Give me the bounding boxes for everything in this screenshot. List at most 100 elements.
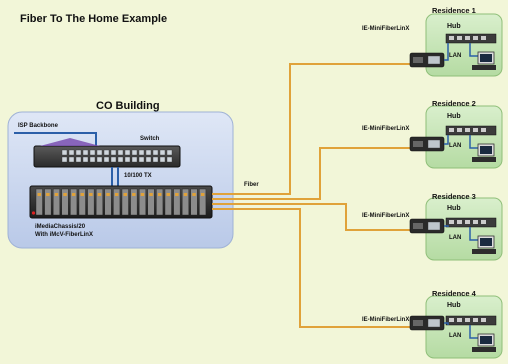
slot-fiber-port (166, 193, 170, 196)
hub-port (481, 318, 486, 322)
residence-2 (409, 105, 503, 169)
hub-port (481, 36, 486, 40)
pc-base (472, 347, 496, 352)
converter-fiber-port (413, 141, 423, 147)
chassis-slot (78, 188, 86, 216)
residence-1-lan-label: LAN (449, 53, 462, 59)
media-chassis (29, 185, 213, 219)
slot-fiber-port (80, 193, 84, 196)
slot-fiber-port (63, 193, 67, 196)
switch-device (33, 138, 181, 168)
switch-port (166, 149, 173, 156)
hub-port (473, 220, 478, 224)
chassis-label-line1: iMediaChassis/20 (35, 224, 86, 230)
converter-rj45-port (427, 221, 441, 231)
pc-base (472, 157, 496, 162)
switch-port (103, 149, 110, 156)
slot-fiber-port (149, 193, 153, 196)
chassis-slot (87, 188, 95, 216)
fiber-line-4 (212, 208, 410, 328)
chassis-slot (181, 188, 189, 216)
switch-port (103, 156, 110, 163)
fiber-line-1 (212, 63, 410, 195)
switch-port (96, 156, 103, 163)
switch-port (82, 156, 89, 163)
fiber-line-2 (212, 147, 410, 200)
switch-port (159, 156, 166, 163)
residence-2-title: Residence 2 (432, 99, 476, 108)
chassis-slot (70, 188, 78, 216)
co-building-label: CO Building (96, 100, 160, 112)
switch-port (61, 149, 68, 156)
chassis-slot (113, 188, 121, 216)
chassis-slot (53, 188, 60, 216)
residence-3-title: Residence 3 (432, 192, 476, 201)
chassis-slot (61, 188, 69, 216)
slot-fiber-port (89, 193, 93, 196)
slot-fiber-port (71, 193, 76, 196)
hub-port (457, 128, 462, 132)
chassis-slot (156, 188, 164, 216)
residence-4-title: Residence 4 (432, 289, 476, 298)
chassis-label-line2: With iMcV-FiberLinX (35, 232, 93, 238)
converter-label-3: IE-MiniFiberLinX (362, 213, 410, 219)
pc-screen (480, 336, 492, 344)
pc-screen (480, 238, 492, 246)
slot-fiber-port (175, 193, 179, 196)
converter-fiber-port (413, 320, 423, 326)
hub-port (457, 36, 462, 40)
switch-port (61, 156, 68, 163)
switch-label: Switch (140, 136, 160, 142)
slot-fiber-port (106, 193, 110, 196)
converter-rj45-port (427, 139, 441, 149)
slot-fiber-port (183, 193, 188, 196)
switch-port (110, 149, 117, 156)
switch-port (75, 149, 82, 156)
chassis-slot (95, 188, 103, 216)
chassis-slot (35, 188, 43, 216)
switch-port (96, 149, 103, 156)
chassis-slot (190, 188, 198, 216)
hub-port (449, 318, 454, 322)
slot-fiber-port (54, 193, 59, 196)
switch-port (89, 149, 96, 156)
hub-port (473, 128, 478, 132)
chassis-slot (164, 188, 172, 216)
converter-hub-link (444, 322, 449, 325)
converter-label-2: IE-MiniFiberLinX (362, 126, 410, 132)
pc-screen (480, 146, 492, 154)
hub-device (445, 125, 497, 136)
residence-4-lan-label: LAN (449, 333, 462, 339)
isp-backbone-line (14, 132, 97, 150)
hub-port (457, 318, 462, 322)
converter-fiber-port (413, 57, 423, 63)
switch-port (138, 149, 145, 156)
chassis-slot (44, 188, 52, 216)
residence-3-hub-label: Hub (447, 205, 461, 212)
switch-port (68, 149, 75, 156)
copper-links (111, 167, 119, 186)
converter-label-4: IE-MiniFiberLinX (362, 317, 410, 323)
chassis-slot (104, 188, 112, 216)
slot-fiber-port (46, 193, 50, 196)
residence-3 (409, 197, 503, 261)
chassis-slot (199, 188, 207, 216)
switch-port (131, 149, 138, 156)
residence-4 (409, 295, 503, 359)
fiber-runs (212, 63, 410, 328)
converter-hub-link (444, 225, 449, 227)
switch-port (68, 156, 75, 163)
slot-fiber-port (157, 193, 162, 196)
chassis-slot (130, 188, 138, 216)
isp-backbone-label: ISP Backbone (18, 123, 58, 129)
converter-hub-link (444, 43, 449, 61)
residence-3-lan-label: LAN (449, 235, 462, 241)
switch-port (110, 156, 117, 163)
residence-1-title: Residence 1 (432, 6, 476, 15)
switch-port (166, 156, 173, 163)
switch-port (89, 156, 96, 163)
chassis-slot (173, 188, 181, 216)
switch-port (117, 149, 124, 156)
